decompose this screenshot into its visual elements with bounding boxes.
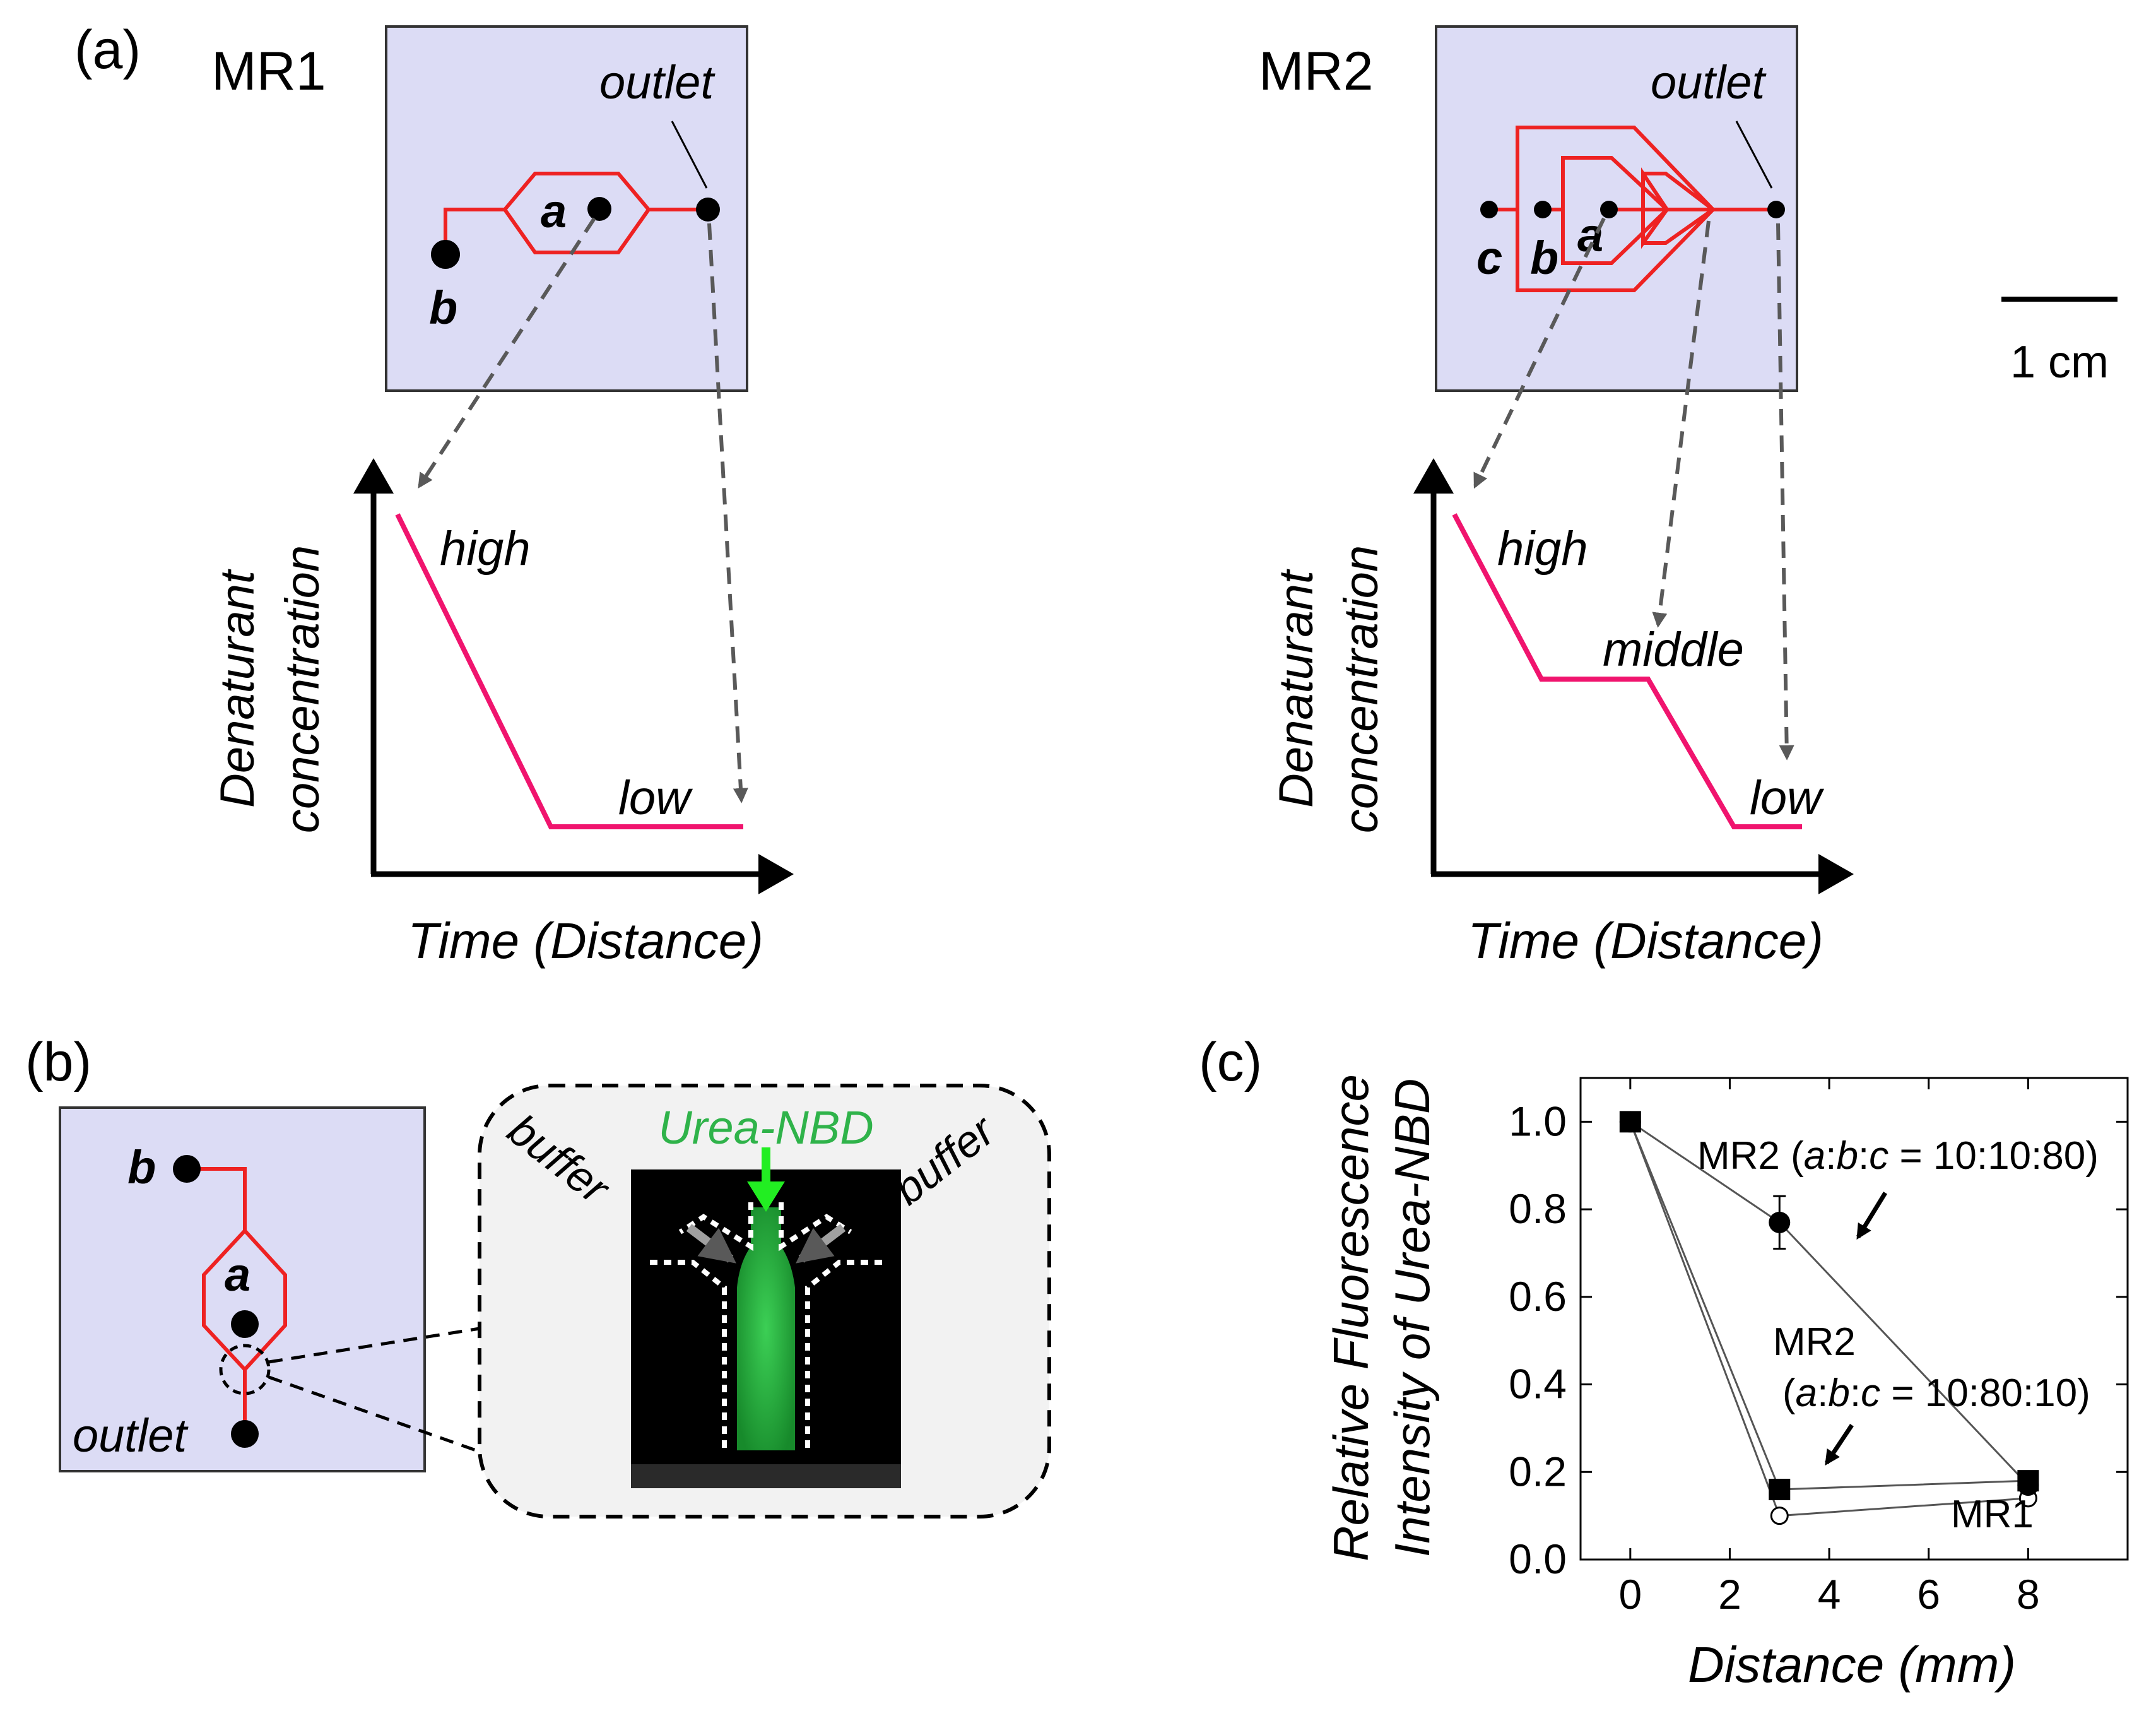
x-tick-label: 0	[1618, 1571, 1642, 1618]
mr2-level-high: high	[1497, 522, 1588, 576]
mr1-title: MR1	[211, 41, 326, 102]
mr2-inlet-c-dot	[1480, 201, 1498, 218]
mr2-outlet-leader	[1735, 121, 1773, 189]
mr1-arrow-a	[418, 217, 596, 489]
panel-b-chip-group: b a outlet	[59, 1106, 480, 1472]
x-tick-label: 4	[1818, 1571, 1841, 1618]
annotation-mr1: MR1	[1951, 1493, 2034, 1536]
mr1-group: MR1 a b outlet high low Denaturant conce…	[211, 25, 794, 969]
mr1-arrow-outlet	[707, 223, 748, 803]
mr2-x-axis-arrowhead	[1818, 854, 1854, 894]
buffer-left-arrow	[686, 1224, 736, 1264]
buffer-right-arrow	[796, 1224, 846, 1264]
urea-label: Urea-NBD	[658, 1101, 873, 1154]
mr1-concentration-curve	[395, 513, 743, 829]
mr2-arrow-a	[1473, 217, 1606, 489]
mr1-inlet-b-label: b	[429, 281, 457, 334]
x-tick-label: 8	[2017, 1571, 2040, 1618]
annotation-mr2-high: MR2 (a:b:c = 10:10:80)	[1697, 1134, 2099, 1178]
mr1-x-axis-arrowhead	[758, 854, 794, 894]
scale-bar-label: 1 cm	[2010, 337, 2109, 388]
mr2-xlabel: Time (Distance)	[1468, 913, 1823, 969]
mr1-y-axis-arrowhead	[353, 458, 394, 494]
annotation-mr2-low-line2: (a:b:c = 10:80:10)	[1782, 1371, 2090, 1415]
mr1-ylabel-line1: Denaturant	[211, 569, 264, 808]
panel-b-inlet-a-dot	[231, 1310, 259, 1338]
panel-b-inlet-a-label: a	[225, 1248, 250, 1301]
mr1-ylabel-line2: concentration	[276, 545, 329, 833]
y-tick-label: 0.4	[1509, 1361, 1567, 1407]
mr2-outlet-dot	[1767, 201, 1785, 218]
annotation-mr2-low-line1: MR2	[1773, 1320, 1856, 1364]
mr2-concentration-curve	[1452, 513, 1802, 829]
mr1-outlet-label: outlet	[599, 56, 716, 109]
mr2-level-low: low	[1750, 771, 1824, 825]
panel-b-zoom-line-bottom	[268, 1375, 480, 1453]
panel-b-label: (b)	[25, 1032, 91, 1092]
x-tick-label: 6	[1917, 1571, 1940, 1618]
panel-b-junction-circle	[219, 1344, 271, 1395]
panel-c-chart: 0.0 0.2 0.4 0.6 0.8 1.0 0 2 4 6 8 MR2 (a:b:c = 10…	[1323, 1074, 2129, 1693]
y-tick-label: 0.0	[1509, 1536, 1567, 1582]
panel-b-outlet-label: outlet	[73, 1409, 189, 1462]
y-ticks: 0.0 0.2 0.4 0.6 0.8 1.0	[1509, 1098, 2128, 1582]
annotation-mr2-high-arrow	[1856, 1192, 1887, 1240]
mr2-inlet-c-label: c	[1476, 232, 1502, 284]
panel-c-label: (c)	[1199, 1032, 1262, 1092]
plot-frame	[1579, 1077, 2129, 1561]
x-ticks: 0 2 4 6 8	[1618, 1078, 2040, 1618]
mr2-inlet-a-label: a	[1577, 209, 1603, 261]
mr1-level-high: high	[440, 522, 531, 576]
y-tick-label: 0.2	[1509, 1448, 1567, 1495]
mr2-group: MR2 c b a outlet high middle lo	[1259, 25, 1854, 969]
mr2-ylabel-line1: Denaturant	[1269, 569, 1323, 808]
y-tick-label: 1.0	[1509, 1098, 1567, 1144]
square-point	[1619, 1111, 1641, 1133]
x-tick-label: 2	[1718, 1571, 1741, 1618]
mr2-inlet-a-dot	[1600, 201, 1618, 218]
c-ylabel-line1: Relative Fluorescence	[1323, 1074, 1379, 1561]
panel-b-outlet-dot	[231, 1420, 259, 1448]
annotation-mr2-low-arrow	[1825, 1424, 1854, 1466]
square-point	[2017, 1470, 2039, 1492]
mr2-arrow-middle	[1652, 220, 1711, 628]
mr2-arrow-outlet	[1776, 223, 1794, 761]
panel-b-inlet-b-dot	[173, 1155, 201, 1183]
filled-circle-point	[1769, 1211, 1791, 1233]
mr2-inlet-b-label: b	[1530, 232, 1558, 284]
panel-b-zoom-line-top	[268, 1327, 480, 1364]
panel-b-inlet-b-label: b	[127, 1141, 156, 1193]
mr2-y-axis-arrowhead	[1413, 458, 1454, 494]
mr2-inlet-b-dot	[1534, 201, 1552, 218]
mr1-inlet-a-dot	[587, 197, 611, 221]
y-tick-label: 0.8	[1509, 1185, 1567, 1232]
square-point	[1769, 1479, 1791, 1501]
mr2-channel	[1489, 126, 1776, 292]
mr1-xlabel: Time (Distance)	[408, 913, 763, 969]
mr1-inlet-b-dot	[431, 240, 460, 269]
mr1-outlet-dot	[696, 198, 720, 222]
open-circle-point	[1770, 1507, 1789, 1525]
mr1-outlet-leader	[671, 121, 708, 189]
mr1-level-low: low	[618, 771, 693, 825]
mr2-level-middle: middle	[1603, 623, 1744, 677]
y-tick-label: 0.6	[1509, 1273, 1567, 1320]
mr1-inlet-a-label: a	[541, 185, 567, 237]
mr2-title: MR2	[1259, 41, 1374, 102]
mr2-outlet-label: outlet	[1651, 56, 1767, 109]
c-ylabel-line2: Intensity of Urea-NBD	[1384, 1079, 1440, 1558]
urea-arrow-head	[747, 1181, 785, 1212]
green-stream	[737, 1207, 795, 1450]
c-xlabel: Distance (mm)	[1688, 1637, 2016, 1693]
mr2-ylabel-line2: concentration	[1334, 545, 1388, 833]
panel-a-label: (a)	[74, 20, 141, 80]
series-marks	[1619, 1111, 2039, 1525]
panel-b-inset: Urea-NBD buffer buffer	[478, 1084, 1051, 1519]
micrograph-edge	[631, 1464, 901, 1488]
